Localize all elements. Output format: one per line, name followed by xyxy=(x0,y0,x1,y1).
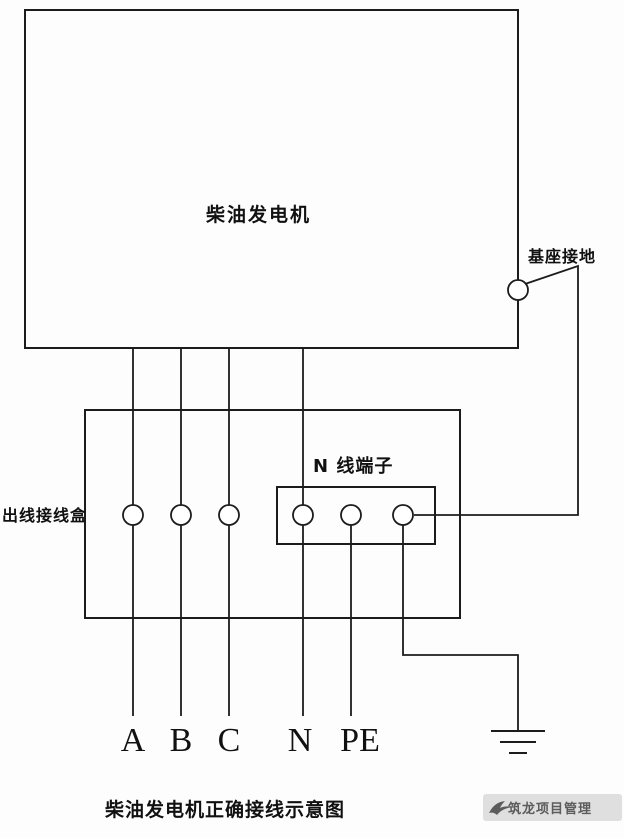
watermark-label: 筑龙项目管理 xyxy=(508,801,592,817)
junction-box-label: 出线接线盒 xyxy=(2,506,87,525)
wire-to-earth xyxy=(402,525,519,730)
base-ground-terminal xyxy=(507,279,529,301)
upper-wires xyxy=(132,348,304,505)
lower-wires xyxy=(132,525,519,730)
terminal-ground xyxy=(392,504,414,526)
n-terminal-block xyxy=(276,486,436,545)
terminal-a xyxy=(122,504,144,526)
terminal-label-pe: PE xyxy=(340,722,380,759)
terminal-label-a: A xyxy=(121,722,146,759)
junction-box xyxy=(84,409,461,619)
n-terminal-label: N 线端子 xyxy=(313,455,393,477)
terminal-n xyxy=(292,504,314,526)
terminal-b xyxy=(170,504,192,526)
dove-logo-icon xyxy=(489,801,512,815)
diagram-title: 柴油发电机正确接线示意图 xyxy=(104,798,345,821)
watermark-background xyxy=(483,794,622,821)
generator-label: 柴油发电机 xyxy=(205,203,311,226)
base-ground-label: 基座接地 xyxy=(527,247,596,266)
phase-terminals xyxy=(122,504,414,526)
earth-ground-icon xyxy=(491,730,545,754)
base-ground-wire xyxy=(414,264,579,516)
phase-labels: A B C N PE xyxy=(121,722,380,759)
terminal-c xyxy=(218,504,240,526)
generator-box xyxy=(24,9,519,349)
terminal-label-c: C xyxy=(218,722,241,759)
terminal-pe xyxy=(340,504,362,526)
terminal-label-b: B xyxy=(170,722,193,759)
watermark: 筑龙项目管理 xyxy=(483,794,622,821)
terminal-label-n: N xyxy=(288,722,313,759)
